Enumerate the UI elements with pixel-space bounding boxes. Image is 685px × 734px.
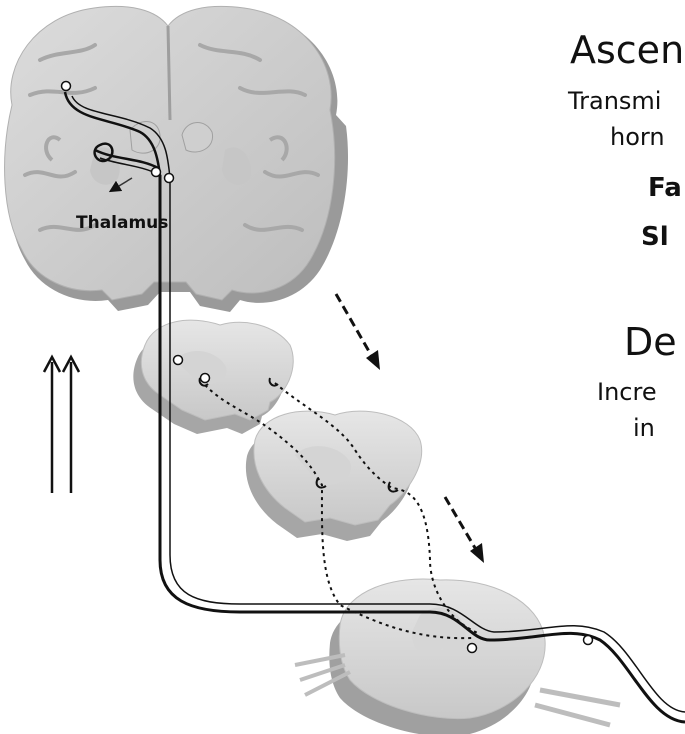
transmission-text-line1: Transmi — [567, 87, 661, 115]
ascending-arrows — [44, 357, 79, 493]
fast-label: Fa — [648, 173, 682, 203]
transmission-text-line2: horn — [610, 123, 665, 151]
pons-slice — [246, 411, 422, 541]
descending-text-line2: in — [633, 414, 655, 442]
brain-coronal-section — [5, 6, 348, 312]
descending-text-line1: Incre — [597, 378, 657, 406]
descending-heading: De — [624, 320, 677, 364]
descending-arrow-upper — [336, 294, 380, 370]
thalamus-label: Thalamus — [76, 213, 168, 233]
ascending-heading: Ascen — [570, 28, 684, 72]
midbrain-slice — [133, 320, 293, 434]
descending-arrow-lower — [445, 497, 484, 563]
slow-label: Sl — [641, 222, 669, 252]
spinal-cord-slice — [295, 579, 620, 734]
